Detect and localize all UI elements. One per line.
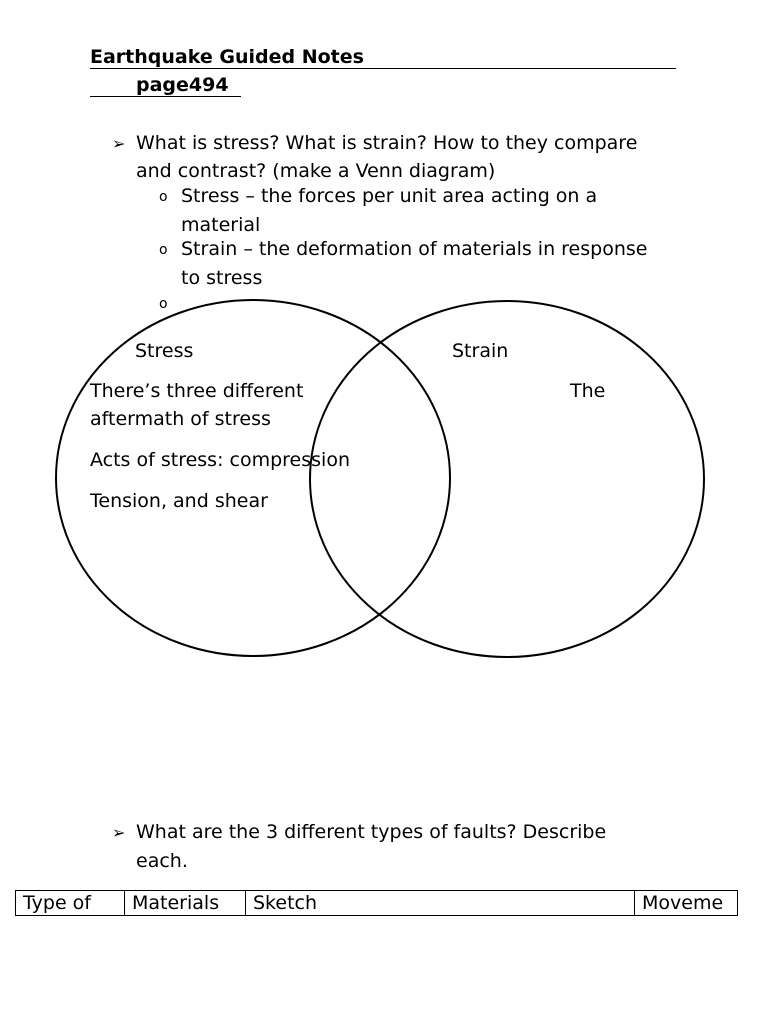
table-header-row: Type of Materials Sketch Moveme: [15, 890, 738, 916]
question2-line2: each.: [136, 850, 188, 872]
stress-note-line2: aftermath of stress: [90, 408, 271, 430]
venn-left-label: Stress: [135, 340, 194, 362]
strain-note: The: [570, 380, 606, 402]
page-title: Earthquake Guided Notes: [90, 46, 364, 68]
page-reference: page494: [136, 74, 229, 96]
circle-bullet-icon: o: [159, 242, 168, 258]
strain-definition-line1: Strain – the deformation of materials in…: [181, 238, 648, 260]
stress-definition-line2: material: [181, 214, 261, 236]
venn-right-label: Strain: [452, 340, 509, 362]
question2-line1: What are the 3 different types of faults…: [136, 821, 607, 843]
strain-circle: [309, 300, 705, 658]
question1-line2: and contrast? (make a Venn diagram): [136, 160, 496, 182]
stress-note-line4: Tension, and shear: [90, 490, 268, 512]
arrow-bullet-icon: ➢: [112, 823, 126, 842]
column-header-movement: Moveme: [634, 890, 738, 916]
column-header-type: Type of: [15, 890, 125, 916]
circle-bullet-icon: o: [159, 296, 168, 312]
strain-definition-line2: to stress: [181, 267, 263, 289]
faults-table: Type of Materials Sketch Moveme: [15, 890, 738, 916]
column-header-sketch: Sketch: [245, 890, 635, 916]
question1-line1: What is stress? What is strain? How to t…: [136, 132, 638, 154]
column-header-materials: Materials: [124, 890, 246, 916]
arrow-bullet-icon: ➢: [112, 134, 126, 153]
title-underline: [90, 68, 676, 69]
stress-note-line1: There’s three different: [90, 380, 304, 402]
stress-circle: [55, 299, 451, 657]
stress-note-line3: Acts of stress: compression: [90, 449, 350, 471]
page-underline: [90, 96, 241, 97]
circle-bullet-icon: o: [159, 189, 168, 205]
stress-definition-line1: Stress – the forces per unit area acting…: [181, 185, 598, 207]
